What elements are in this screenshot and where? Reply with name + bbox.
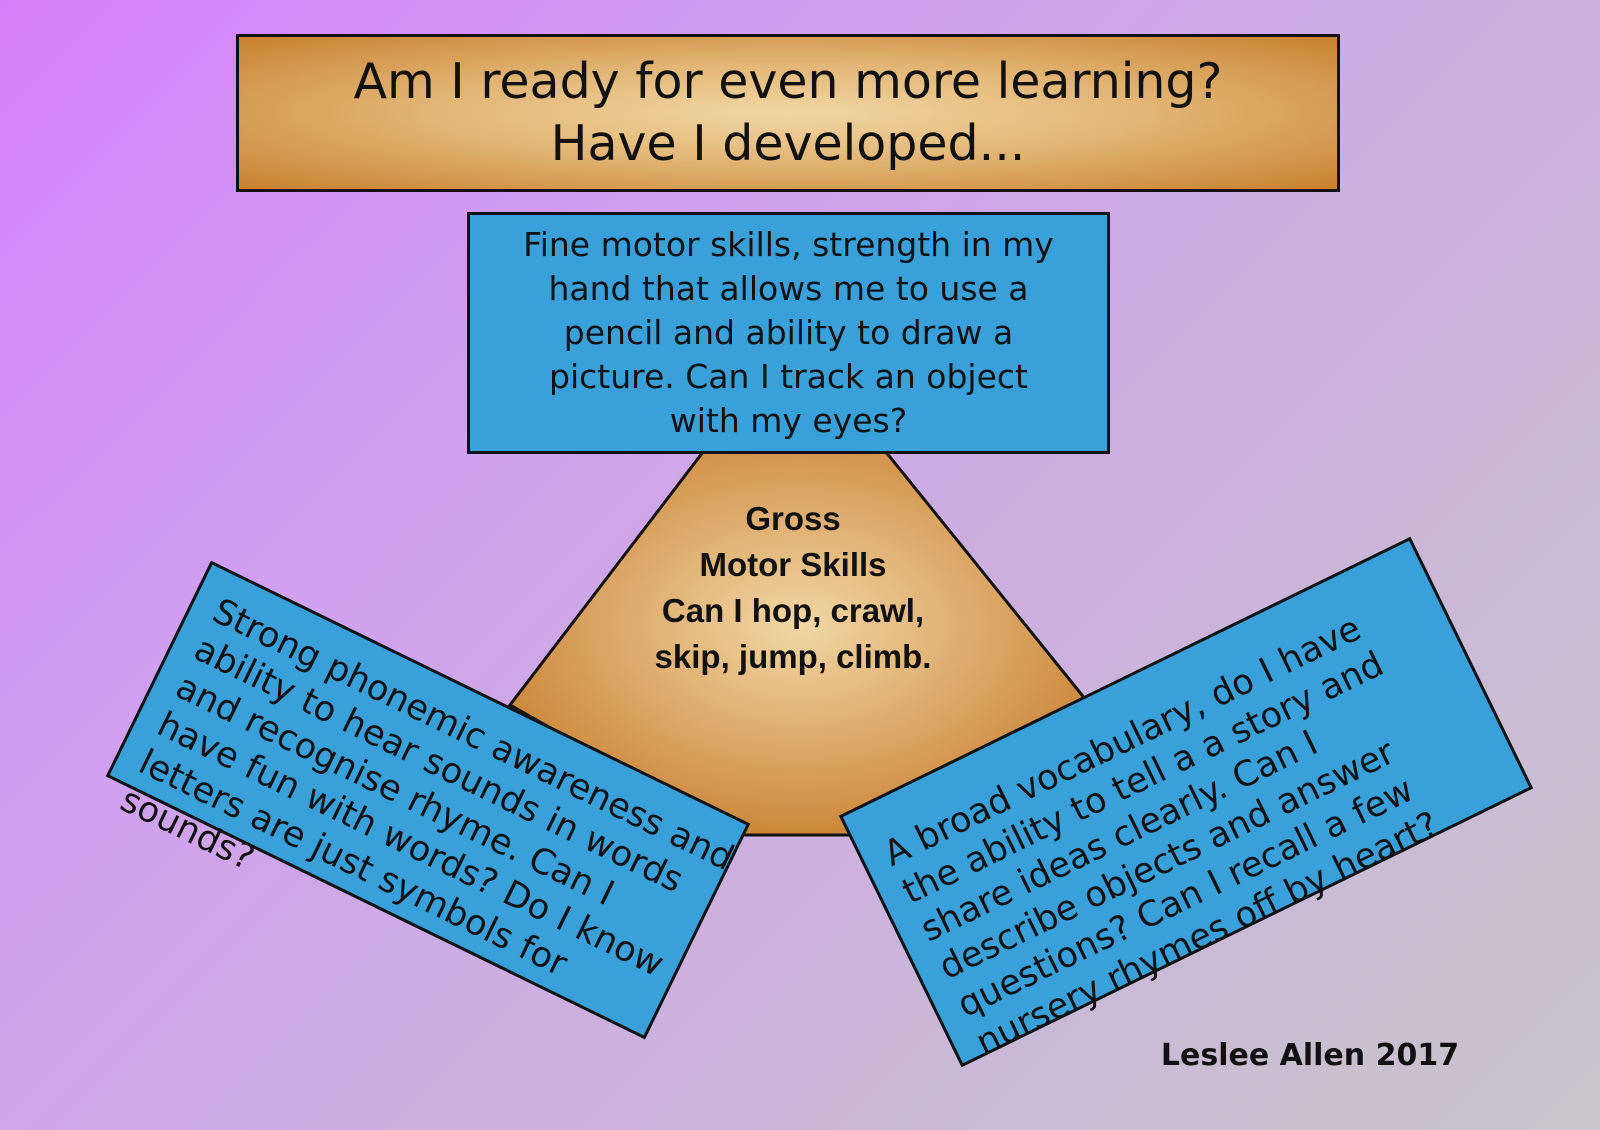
gross-motor-line: Gross bbox=[745, 500, 841, 537]
gross-motor-text: Gross Motor Skills Can I hop, crawl, ski… bbox=[590, 496, 996, 680]
fine-motor-box: Fine motor skills, strength in my hand t… bbox=[467, 212, 1110, 454]
gross-motor-line: Motor Skills bbox=[699, 546, 887, 583]
gross-motor-line: skip, jump, climb. bbox=[654, 638, 932, 675]
title-line-2: Have I developed... bbox=[550, 115, 1026, 172]
title-line-1: Am I ready for even more learning? bbox=[353, 53, 1223, 110]
fine-motor-line: Fine motor skills, strength in my bbox=[523, 225, 1054, 264]
fine-motor-text: Fine motor skills, strength in my hand t… bbox=[523, 223, 1054, 443]
gross-motor-line: Can I hop, crawl, bbox=[661, 592, 925, 629]
author-credit: Leslee Allen 2017 bbox=[1160, 1038, 1460, 1073]
fine-motor-line: pencil and ability to draw a bbox=[563, 313, 1014, 352]
title-banner: Am I ready for even more learning? Have … bbox=[236, 34, 1340, 192]
fine-motor-line: hand that allows me to use a bbox=[548, 269, 1029, 308]
fine-motor-line: with my eyes? bbox=[669, 401, 908, 440]
fine-motor-line: picture. Can I track an object bbox=[549, 357, 1028, 396]
